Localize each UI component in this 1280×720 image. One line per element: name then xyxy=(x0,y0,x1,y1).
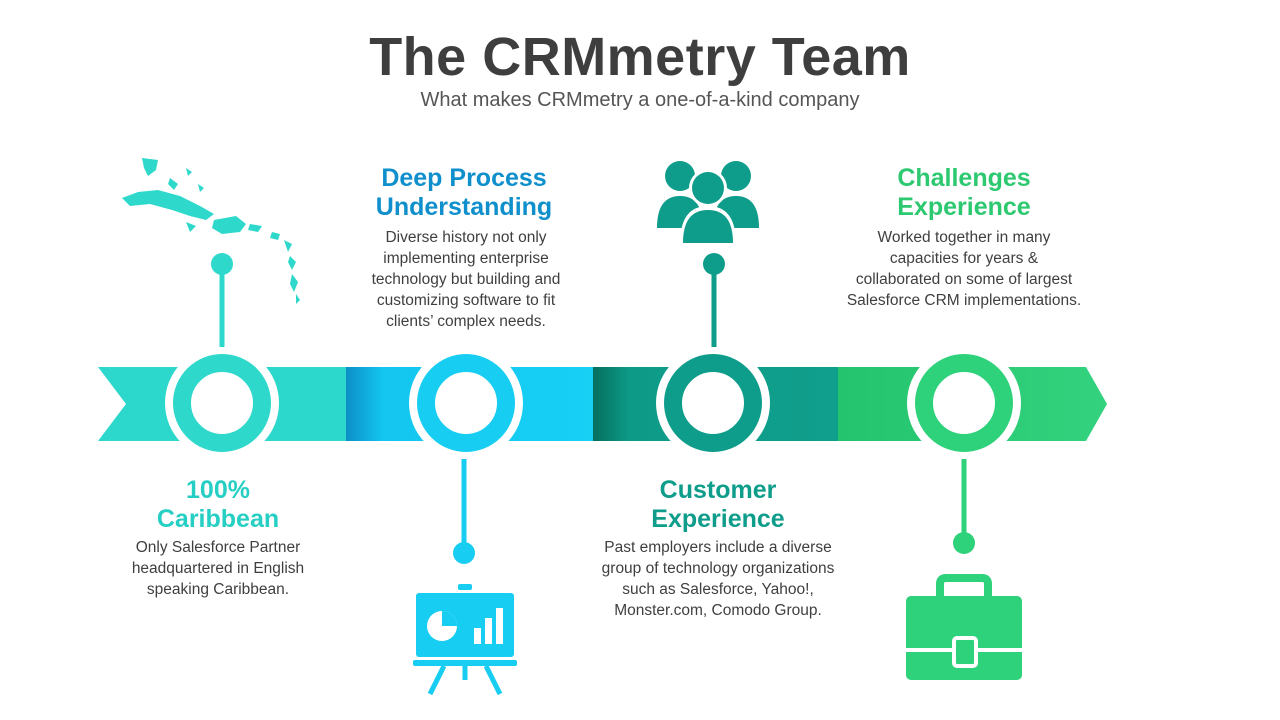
briefcase-icon xyxy=(906,574,1022,680)
heading-line: Experience xyxy=(651,505,785,533)
milestone-body-process: Diverse history not only implementing en… xyxy=(371,229,561,330)
milestone-ring-3 xyxy=(656,346,770,460)
connector-3 xyxy=(703,253,725,347)
presentation-board-icon xyxy=(413,584,517,696)
connector-1 xyxy=(211,253,233,347)
heading-line: Caribbean xyxy=(156,505,280,533)
milestone-ring-2 xyxy=(409,346,523,460)
heading-line: 100% xyxy=(186,476,250,504)
milestone-ring-4 xyxy=(907,346,1021,460)
heading-line: Customer xyxy=(659,476,777,504)
connector-2 xyxy=(453,459,475,564)
page-title: The CRMmetry Team xyxy=(369,27,911,87)
heading-line: Experience xyxy=(897,193,1031,221)
caribbean-map-icon xyxy=(122,158,300,304)
page-subtitle: What makes CRMmetry a one-of-a-kind comp… xyxy=(420,89,860,111)
team-people-icon xyxy=(657,161,759,244)
milestone-heading-challenges: Challenges Experience xyxy=(844,164,1084,222)
milestone-body-caribbean: Only Salesforce Partner headquartered in… xyxy=(131,539,305,598)
milestone-heading-customer: Customer Experience xyxy=(598,476,838,534)
heading-line: Deep Process xyxy=(381,164,547,192)
milestone-heading-caribbean: 100% Caribbean xyxy=(118,476,318,534)
milestone-ring-1 xyxy=(165,346,279,460)
heading-line: Understanding xyxy=(375,193,553,221)
milestone-heading-process: Deep Process Understanding xyxy=(344,164,584,222)
connector-4 xyxy=(953,459,975,554)
heading-line: Challenges xyxy=(897,164,1031,192)
milestone-body-challenges: Worked together in many capacities for y… xyxy=(846,229,1082,309)
milestone-body-customer: Past employers include a diverse group o… xyxy=(601,539,835,619)
